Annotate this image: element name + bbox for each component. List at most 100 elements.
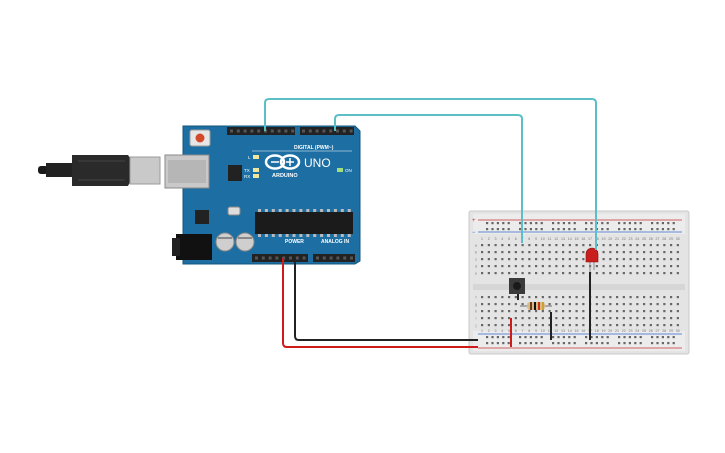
rail-hole[interactable] [502,342,505,345]
breadboard-hole[interactable] [609,296,612,299]
breadboard-hole[interactable] [575,272,578,275]
rail-hole[interactable] [552,222,555,225]
breadboard-hole[interactable] [541,310,544,313]
breadboard-hole[interactable] [562,303,565,306]
rail-hole[interactable] [540,222,543,225]
red-led[interactable] [585,247,599,272]
rail-hole[interactable] [562,342,565,345]
breadboard-hole[interactable] [562,258,565,261]
breadboard-hole[interactable] [663,272,666,275]
breadboard-hole[interactable] [676,251,679,254]
breadboard-hole[interactable] [568,324,571,327]
breadboard-hole[interactable] [514,310,517,313]
breadboard-hole[interactable] [676,310,679,313]
rail-hole[interactable] [585,228,588,231]
rail-hole[interactable] [606,222,609,225]
rail-hole[interactable] [524,228,527,231]
breadboard-hole[interactable] [548,317,551,320]
breadboard-hole[interactable] [663,258,666,261]
breadboard-hole[interactable] [501,272,504,275]
breadboard-hole[interactable] [629,303,632,306]
rail-hole[interactable] [491,222,494,225]
breadboard-hole[interactable] [481,317,484,320]
breadboard-hole[interactable] [508,303,511,306]
breadboard-hole[interactable] [636,251,639,254]
rail-hole[interactable] [573,336,576,339]
breadboard-hole[interactable] [622,265,625,268]
breadboard-hole[interactable] [616,324,619,327]
breadboard-hole[interactable] [629,317,632,320]
breadboard-hole[interactable] [636,310,639,313]
breadboard-hole[interactable] [541,251,544,254]
rail-hole[interactable] [535,336,538,339]
rail-hole[interactable] [486,228,489,231]
breadboard-hole[interactable] [508,296,511,299]
wire-teal-pin2[interactable] [334,114,523,243]
breadboard-hole[interactable] [514,251,517,254]
breadboard-hole[interactable] [629,272,632,275]
rail-hole[interactable] [634,336,637,339]
wire-teal-pin12[interactable] [264,98,597,250]
breadboard-hole[interactable] [670,258,673,261]
breadboard-hole[interactable] [548,272,551,275]
breadboard-hole[interactable] [494,303,497,306]
breadboard-hole[interactable] [636,317,639,320]
breadboard-hole[interactable] [636,303,639,306]
rail-hole[interactable] [507,336,510,339]
rail-hole[interactable] [519,342,522,345]
breadboard-hole[interactable] [528,317,531,320]
breadboard-hole[interactable] [528,251,531,254]
breadboard-hole[interactable] [670,244,673,247]
breadboard-hole[interactable] [636,244,639,247]
breadboard-hole[interactable] [670,272,673,275]
breadboard-hole[interactable] [656,251,659,254]
rail-hole[interactable] [535,342,538,345]
rail-hole[interactable] [557,222,560,225]
rail-hole[interactable] [601,228,604,231]
breadboard-hole[interactable] [521,310,524,313]
breadboard-hole[interactable] [616,272,619,275]
breadboard-hole[interactable] [562,244,565,247]
breadboard-hole[interactable] [555,265,558,268]
breadboard-hole[interactable] [595,272,598,275]
breadboard-hole[interactable] [481,244,484,247]
rail-hole[interactable] [486,336,489,339]
breadboard-hole[interactable] [663,244,666,247]
breadboard-hole[interactable] [487,244,490,247]
breadboard-hole[interactable] [649,324,652,327]
breadboard-hole[interactable] [663,251,666,254]
breadboard-hole[interactable] [568,258,571,261]
breadboard-hole[interactable] [629,244,632,247]
rail-hole[interactable] [557,342,560,345]
breadboard-hole[interactable] [575,310,578,313]
rail-hole[interactable] [606,336,609,339]
breadboard-hole[interactable] [521,251,524,254]
breadboard-hole[interactable] [656,324,659,327]
breadboard-hole[interactable] [548,310,551,313]
rail-hole[interactable] [585,336,588,339]
rail-hole[interactable] [639,228,642,231]
jumper-wires-breadboard[interactable] [510,272,591,347]
breadboard-hole[interactable] [595,303,598,306]
breadboard-hole[interactable] [508,258,511,261]
breadboard-hole[interactable] [481,324,484,327]
breadboard-hole[interactable] [649,244,652,247]
breadboard-hole[interactable] [487,296,490,299]
breadboard-hole[interactable] [575,265,578,268]
rail-hole[interactable] [552,228,555,231]
rail-hole[interactable] [651,228,654,231]
rail-hole[interactable] [672,342,675,345]
rail-hole[interactable] [601,222,604,225]
breadboard-hole[interactable] [636,296,639,299]
rail-hole[interactable] [634,222,637,225]
breadboard-hole[interactable] [535,310,538,313]
breadboard-hole[interactable] [582,303,585,306]
breadboard-hole[interactable] [602,324,605,327]
breadboard-hole[interactable] [629,296,632,299]
rail-hole[interactable] [661,228,664,231]
rail-hole[interactable] [667,342,670,345]
rail-hole[interactable] [540,342,543,345]
rail-hole[interactable] [667,336,670,339]
breadboard-hole[interactable] [602,310,605,313]
rail-hole[interactable] [590,342,593,345]
